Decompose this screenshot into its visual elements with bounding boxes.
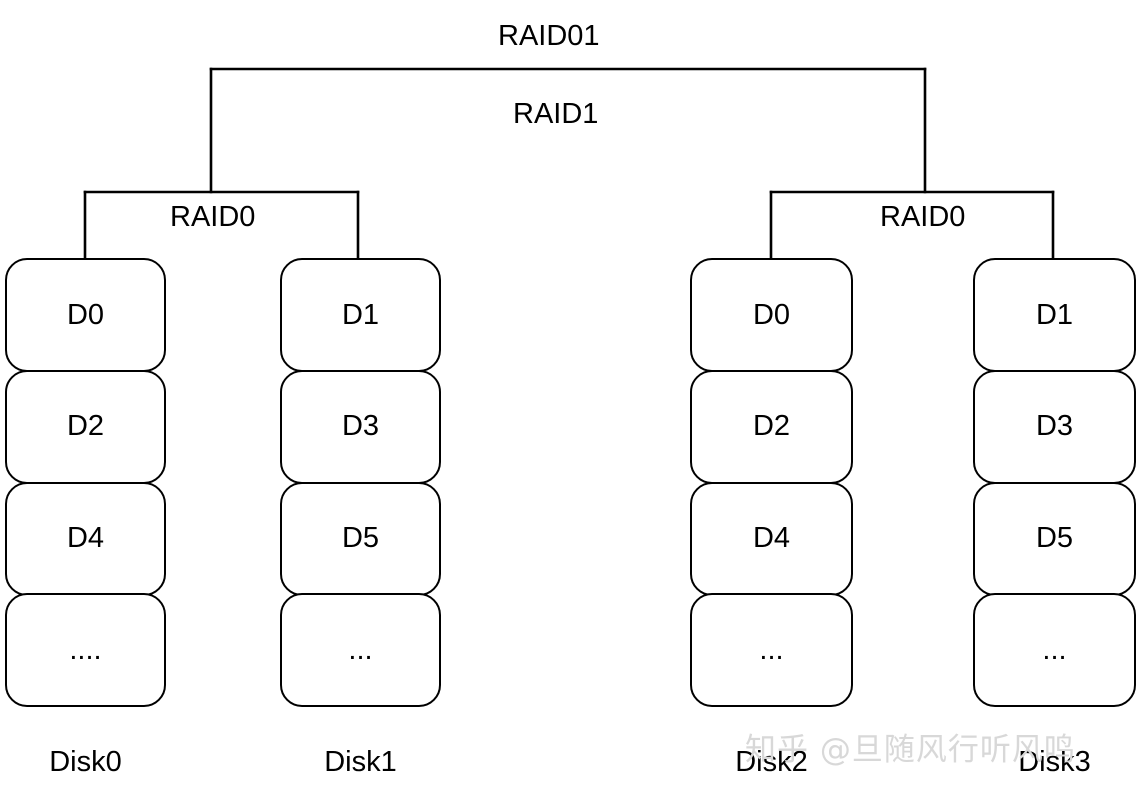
disk-cell[interactable]: ... bbox=[690, 593, 853, 708]
watermark-text: 知乎 @旦随风行听风鸣 bbox=[745, 732, 1076, 768]
disk-caption-3: Disk3 bbox=[1018, 746, 1091, 778]
disk-cell[interactable]: .... bbox=[5, 593, 166, 708]
disk-caption-0: Disk0 bbox=[49, 746, 122, 778]
disk-cell[interactable]: D5 bbox=[973, 481, 1136, 596]
disk-cell[interactable]: D4 bbox=[5, 481, 166, 596]
raid01-root-label: RAID01 bbox=[498, 20, 600, 52]
disk-column-0: D0 D2 D4 .... bbox=[5, 258, 166, 708]
disk-cell[interactable]: D2 bbox=[5, 369, 166, 484]
disk-cell[interactable]: D2 bbox=[690, 369, 853, 484]
disk-cell[interactable]: D3 bbox=[973, 369, 1136, 484]
raid1-label: RAID1 bbox=[513, 98, 599, 130]
disk-cell[interactable]: ... bbox=[280, 593, 441, 708]
disk-caption-2: Disk2 bbox=[735, 746, 808, 778]
disk-cell[interactable]: D4 bbox=[690, 481, 853, 596]
disk-cell[interactable]: D0 bbox=[5, 258, 166, 372]
disk-column-3: D1 D3 D5 ... bbox=[973, 258, 1136, 708]
disk-cell[interactable]: ... bbox=[973, 593, 1136, 708]
disk-cell[interactable]: D1 bbox=[973, 258, 1136, 372]
raid0-left-label: RAID0 bbox=[170, 201, 256, 233]
raid0-right-label: RAID0 bbox=[880, 201, 966, 233]
disk-column-2: D0 D2 D4 ... bbox=[690, 258, 853, 708]
disk-cell[interactable]: D5 bbox=[280, 481, 441, 596]
disk-cell[interactable]: D1 bbox=[280, 258, 441, 372]
disk-caption-1: Disk1 bbox=[324, 746, 397, 778]
disk-cell[interactable]: D3 bbox=[280, 369, 441, 484]
disk-cell[interactable]: D0 bbox=[690, 258, 853, 372]
disk-column-1: D1 D3 D5 ... bbox=[280, 258, 441, 708]
